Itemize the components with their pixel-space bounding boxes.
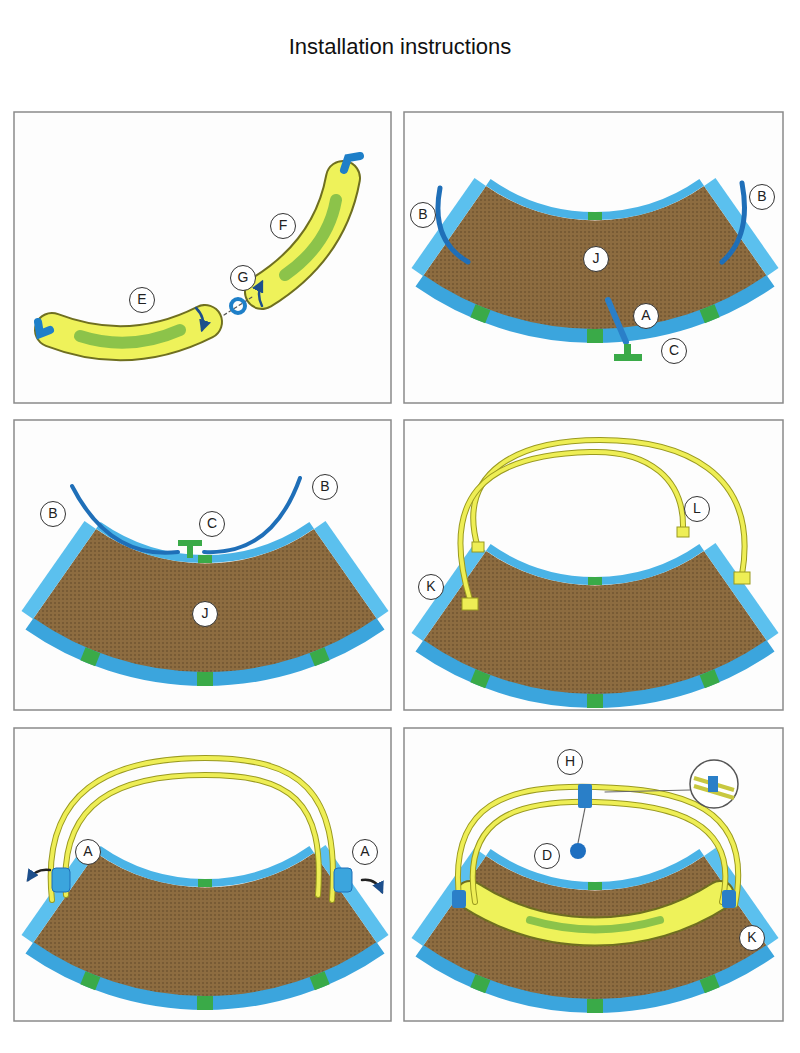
callout-letter: L xyxy=(684,496,710,522)
callout-letter: H xyxy=(557,749,583,775)
callout-letter: K xyxy=(418,574,444,600)
callout-letter: E xyxy=(129,287,155,313)
callout-letter: J xyxy=(583,246,609,272)
callout-letter: K xyxy=(739,925,765,951)
callout-letter: A xyxy=(352,839,378,865)
callout-letter: F xyxy=(270,213,296,239)
callout-letter: B xyxy=(749,184,775,210)
callout-letter: G xyxy=(230,265,256,291)
callout-letter: B xyxy=(312,474,338,500)
callout-letter: B xyxy=(40,501,66,527)
callout-letter: D xyxy=(534,843,560,869)
page-title: Installation instructions xyxy=(0,34,800,60)
callout-letter: A xyxy=(75,839,101,865)
callout-letter: C xyxy=(199,511,225,537)
callout-letter: J xyxy=(192,601,218,627)
callout-letter: C xyxy=(661,338,687,364)
callout-letter: B xyxy=(410,202,436,228)
callout-letter: A xyxy=(633,303,659,329)
